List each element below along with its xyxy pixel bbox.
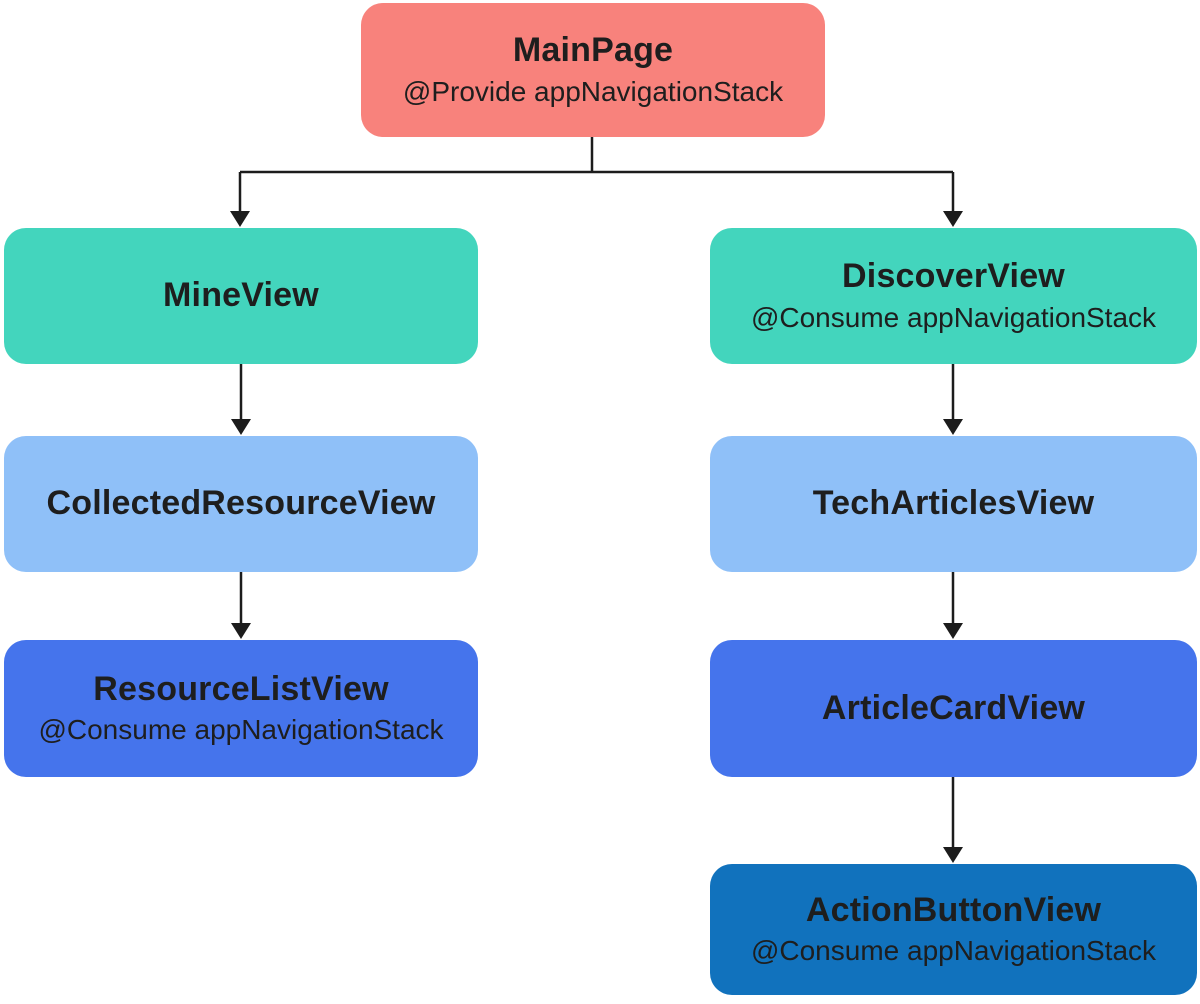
node-resourcelistview: ResourceListView @Consume appNavigationS… — [4, 640, 478, 777]
arrowhead-article — [943, 623, 963, 639]
arrowhead-collected — [231, 419, 251, 435]
node-mainpage-subtitle: @Provide appNavigationStack — [402, 75, 784, 107]
node-articlecardview-title: ArticleCardView — [821, 688, 1086, 727]
node-actionbuttonview-title: ActionButtonView — [805, 890, 1102, 929]
arrowhead-tech — [943, 419, 963, 435]
node-mineview-title: MineView — [163, 276, 319, 315]
node-mineview: MineView — [4, 228, 478, 364]
node-discoverview: DiscoverView @Consume appNavigationStack — [710, 228, 1197, 364]
node-mainpage-title: MainPage — [512, 31, 674, 70]
node-resourcelistview-subtitle: @Consume appNavigationStack — [38, 714, 444, 746]
node-resourcelistview-title: ResourceListView — [93, 669, 389, 708]
arrowhead-mine — [230, 211, 250, 227]
arrowhead-action — [943, 847, 963, 863]
node-collectedresourceview-title: CollectedResourceView — [46, 484, 436, 523]
arrowhead-discover — [943, 211, 963, 227]
node-actionbuttonview-subtitle: @Consume appNavigationStack — [750, 935, 1157, 967]
node-techarticlesview: TechArticlesView — [710, 436, 1197, 572]
node-collectedresourceview: CollectedResourceView — [4, 436, 478, 572]
node-techarticlesview-title: TechArticlesView — [812, 484, 1095, 523]
edge-mainpage-stem — [240, 137, 953, 174]
node-actionbuttonview: ActionButtonView @Consume appNavigationS… — [710, 864, 1197, 995]
arrowhead-resource — [231, 623, 251, 639]
node-mainpage: MainPage @Provide appNavigationStack — [361, 3, 825, 137]
node-discoverview-subtitle: @Consume appNavigationStack — [750, 301, 1157, 333]
node-articlecardview: ArticleCardView — [710, 640, 1197, 777]
node-discoverview-title: DiscoverView — [842, 257, 1065, 296]
